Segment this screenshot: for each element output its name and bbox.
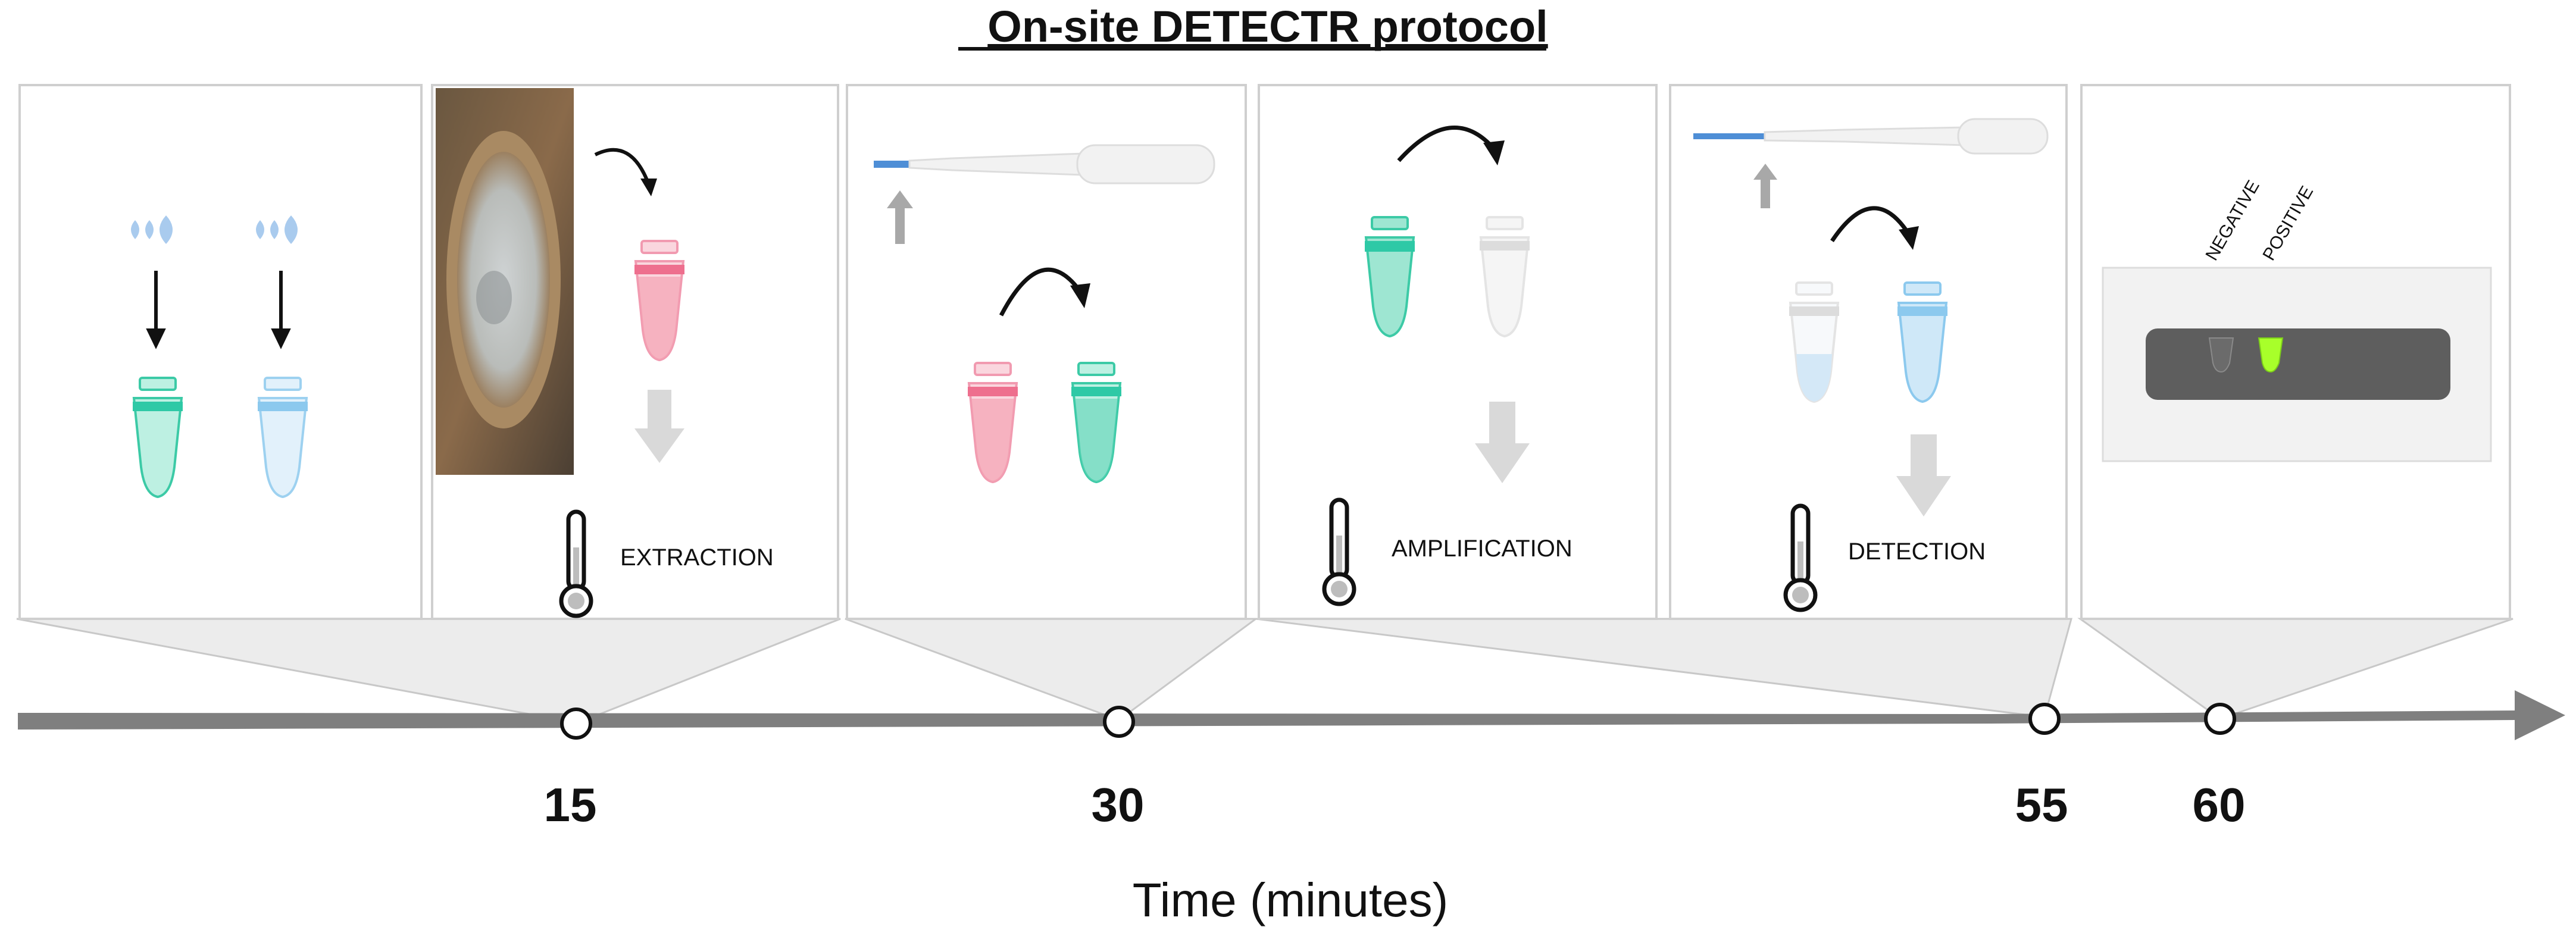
panel-2: EXTRACTION	[431, 84, 839, 620]
negative-tube	[2208, 337, 2234, 373]
bark-sample-image	[436, 88, 574, 475]
curved-arrow-icon	[999, 267, 1082, 317]
tube-icon	[258, 377, 308, 498]
curved-arrow-icon	[594, 148, 651, 186]
connector-step3	[1255, 618, 2072, 718]
tube-icon	[1071, 362, 1121, 483]
tick-label-30: 30	[1092, 778, 1145, 831]
curved-arrow-icon	[1830, 206, 1911, 242]
positive-tube	[2258, 337, 2284, 373]
process-arrow-icon	[634, 390, 684, 463]
axis-label: Time (minutes)	[1133, 874, 1448, 926]
tube-icon	[1480, 216, 1530, 337]
zoom-connectors	[16, 618, 2514, 724]
panel-4: AMPLIFICATION	[1258, 84, 1658, 620]
tick-marker-55	[2028, 703, 2061, 735]
process-arrow-icon	[1896, 434, 1951, 516]
connector-step4	[2077, 618, 2514, 720]
tube-icon	[1365, 216, 1415, 337]
tube-icon	[1897, 281, 1947, 403]
tube-icon	[634, 240, 684, 361]
tube-icon	[133, 377, 183, 498]
connector-step2	[845, 618, 1259, 721]
lateral-flow-device	[2102, 267, 2492, 462]
arrowhead	[1483, 140, 1505, 165]
step-label-amplification: AMPLIFICATION	[1392, 536, 1573, 562]
tick-marker-15	[560, 708, 592, 740]
arrowhead	[1899, 226, 1919, 250]
step-label-detection: DETECTION	[1848, 539, 1986, 565]
pipette-icon	[874, 144, 1215, 184]
panel-3	[846, 84, 1247, 620]
pipette-icon	[1693, 118, 2049, 155]
panel-5: DETECTION	[1669, 84, 2068, 620]
tick-label-55: 55	[2015, 778, 2068, 831]
timeline-axis: 15 30 55 60 Time (minutes)	[18, 690, 2565, 926]
up-arrow-icon	[887, 190, 913, 244]
process-arrow-icon	[1475, 402, 1530, 483]
axis-arrow	[18, 690, 2565, 740]
diagram-title: On-site DETECTR protocol	[987, 2, 1548, 51]
step-label-extraction: EXTRACTION	[620, 544, 774, 571]
tube-icon	[1789, 281, 1839, 403]
arrowhead	[640, 179, 657, 196]
arrowhead	[1070, 283, 1090, 308]
connector-step1	[16, 618, 841, 724]
down-arrow-icon	[146, 271, 166, 349]
up-arrow-icon	[1753, 164, 1777, 208]
tick-label-15: 15	[544, 778, 597, 831]
panel-6: NEGATIVE POSITIVE	[2080, 84, 2511, 620]
tube-icon	[968, 362, 1018, 483]
tick-marker-30	[1103, 706, 1135, 738]
curved-arrow-icon	[1397, 126, 1496, 162]
tick-label-60: 60	[2193, 778, 2246, 831]
tick-marker-60	[2204, 703, 2236, 735]
panel-1	[18, 84, 423, 620]
down-arrow-icon	[271, 271, 291, 349]
